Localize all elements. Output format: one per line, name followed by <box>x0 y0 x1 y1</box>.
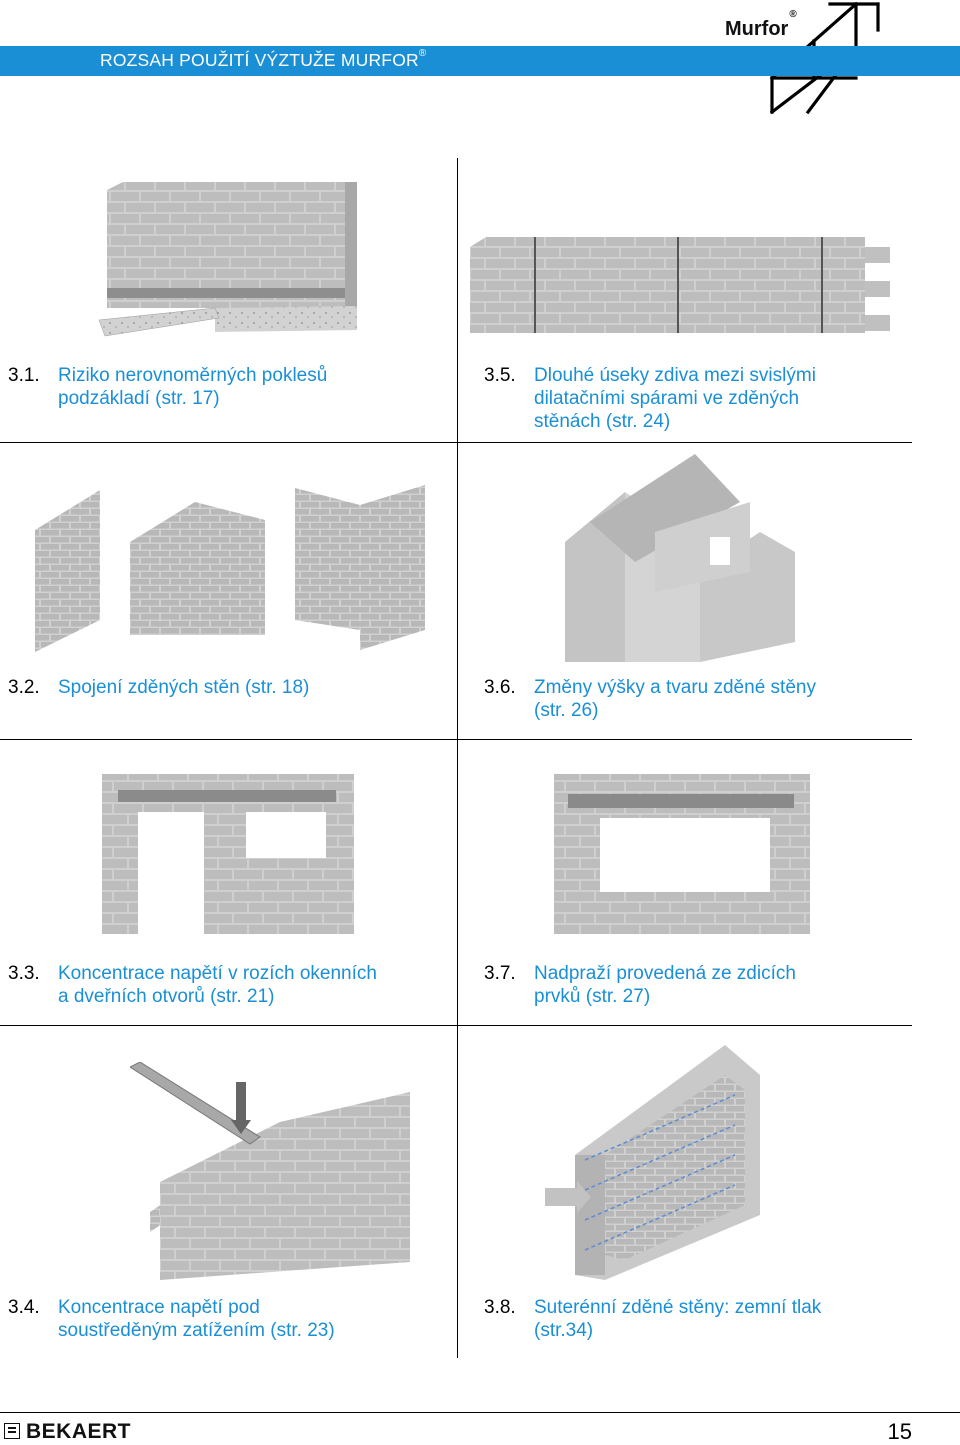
row-divider <box>0 442 912 443</box>
bekaert-logo-icon <box>4 1423 20 1439</box>
illustration-lintels <box>554 774 810 934</box>
illustration-long-wall-joints <box>470 237 890 333</box>
caption-3-7: 3.7.Nadpraží provedená ze zdicích prvků … <box>484 963 796 1007</box>
brand-name: Murfor® <box>725 9 797 40</box>
caption-3-1: 3.1.Riziko nerovnoměrných poklesů podzák… <box>8 365 328 409</box>
row-divider <box>0 739 912 740</box>
header-bar <box>0 46 960 76</box>
illustration-concentrated-load <box>130 1062 410 1280</box>
caption-3-2: 3.2.Spojení zděných stěn (str. 18) <box>8 677 310 698</box>
illustration-uneven-settlement <box>98 182 357 337</box>
caption-3-3: 3.3.Koncentrace napětí v rozích okenních… <box>8 963 377 1007</box>
caption-3-4: 3.4.Koncentrace napětí pod soustředěným … <box>8 1297 335 1341</box>
page-title: ROZSAH POUŽITÍ VÝZTUŽE MURFOR® <box>100 48 427 70</box>
page-number: 15 <box>887 1419 912 1444</box>
row-divider <box>0 1025 912 1026</box>
footer-company: BEKAERT <box>4 1420 131 1444</box>
illustration-opening-corners <box>102 774 354 934</box>
column-divider <box>457 158 458 1358</box>
footer-divider <box>0 1412 960 1413</box>
illustration-basement-walls <box>545 1045 760 1280</box>
illustration-wall-joints <box>35 485 425 652</box>
caption-3-8: 3.8.Suterénní zděné stěny: zemní tlak (s… <box>484 1297 822 1341</box>
caption-3-5: 3.5.Dlouhé úseky zdiva mezi svislými dil… <box>484 365 816 432</box>
illustration-height-change <box>565 454 795 662</box>
caption-3-6: 3.6.Změny výšky a tvaru zděné stěny (str… <box>484 677 816 721</box>
